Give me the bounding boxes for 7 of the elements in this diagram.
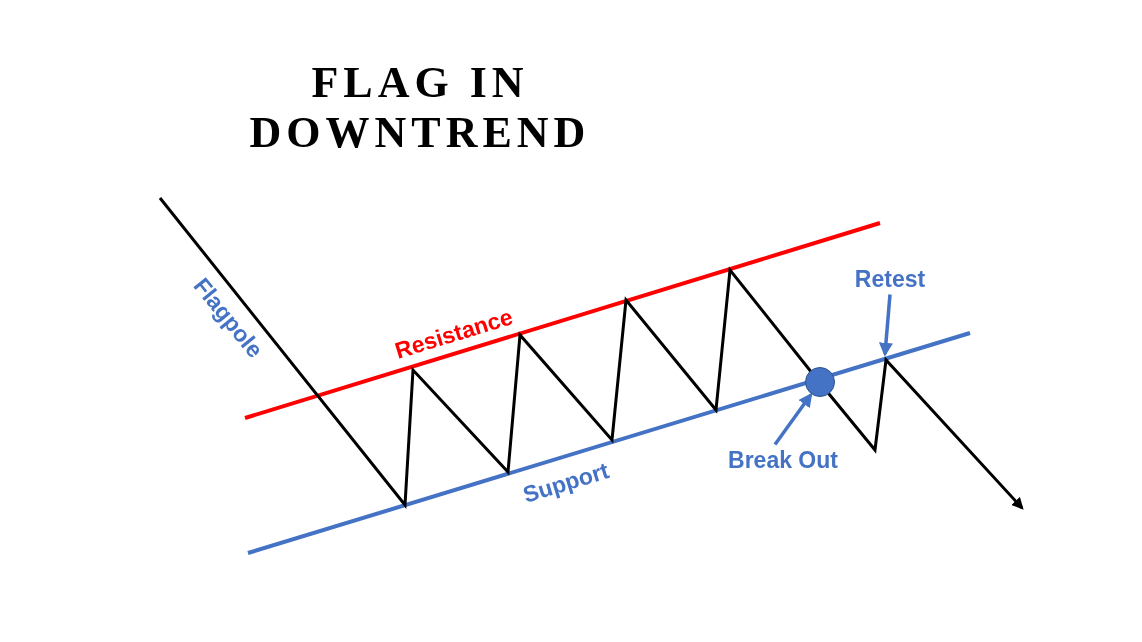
arrow <box>773 392 813 446</box>
trendline-label: Support <box>519 457 613 509</box>
title: FLAG IN DOWNTREND <box>248 58 592 158</box>
arrow <box>878 294 893 357</box>
callout-label: Retest <box>854 265 926 293</box>
callout-label: Break Out <box>728 446 838 474</box>
breakout-dot <box>805 367 835 397</box>
